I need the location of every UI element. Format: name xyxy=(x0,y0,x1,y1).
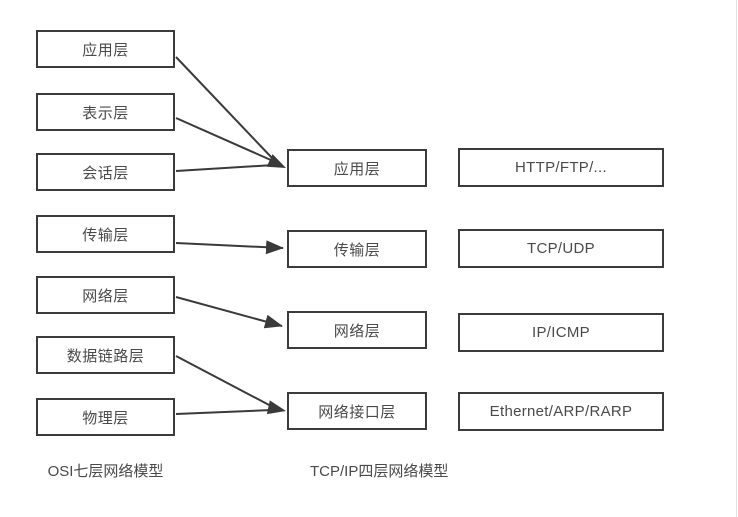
tcpip-box-network-interface-layer: 网络接口层 xyxy=(287,392,427,430)
arrowhead-network-interface xyxy=(266,400,286,415)
osi-caption: OSI七层网络模型 xyxy=(47,463,164,480)
protocol-box-ip-icmp: IP/ICMP xyxy=(458,313,664,352)
arrow-session-to-application xyxy=(175,164,275,172)
arrow-application-to-application xyxy=(175,56,274,160)
arrow-datalink-to-interface xyxy=(175,355,272,407)
osi-box-presentation-layer: 表示层 xyxy=(36,93,175,131)
osi-box-session-layer: 会话层 xyxy=(36,153,175,191)
tcpip-box-transport-layer: 传输层 xyxy=(287,230,427,268)
protocol-box-ethernet-arp-rarp: Ethernet/ARP/RARP xyxy=(458,392,664,431)
tcpip-box-application-layer: 应用层 xyxy=(287,149,427,187)
tcpip-caption: TCP/IP四层网络模型 xyxy=(310,463,449,480)
osi-box-network-layer: 网络层 xyxy=(36,276,175,314)
osi-box-application-layer: 应用层 xyxy=(36,30,175,68)
protocol-box-tcp-udp: TCP/UDP xyxy=(458,229,664,268)
arrow-network-to-network xyxy=(175,296,283,329)
arrowhead-application xyxy=(266,154,286,168)
arrow-transport-to-transport xyxy=(175,240,284,255)
arrow-presentation-to-application xyxy=(175,117,274,162)
osi-box-datalink-layer: 数据链路层 xyxy=(36,336,175,374)
tcpip-box-network-layer: 网络层 xyxy=(287,311,427,349)
osi-box-physical-layer: 物理层 xyxy=(36,398,175,436)
osi-box-transport-layer: 传输层 xyxy=(36,215,175,253)
pane-edge-divider xyxy=(736,0,737,517)
arrow-physical-to-interface xyxy=(175,409,273,415)
protocol-box-http-ftp: HTTP/FTP/... xyxy=(458,148,664,187)
